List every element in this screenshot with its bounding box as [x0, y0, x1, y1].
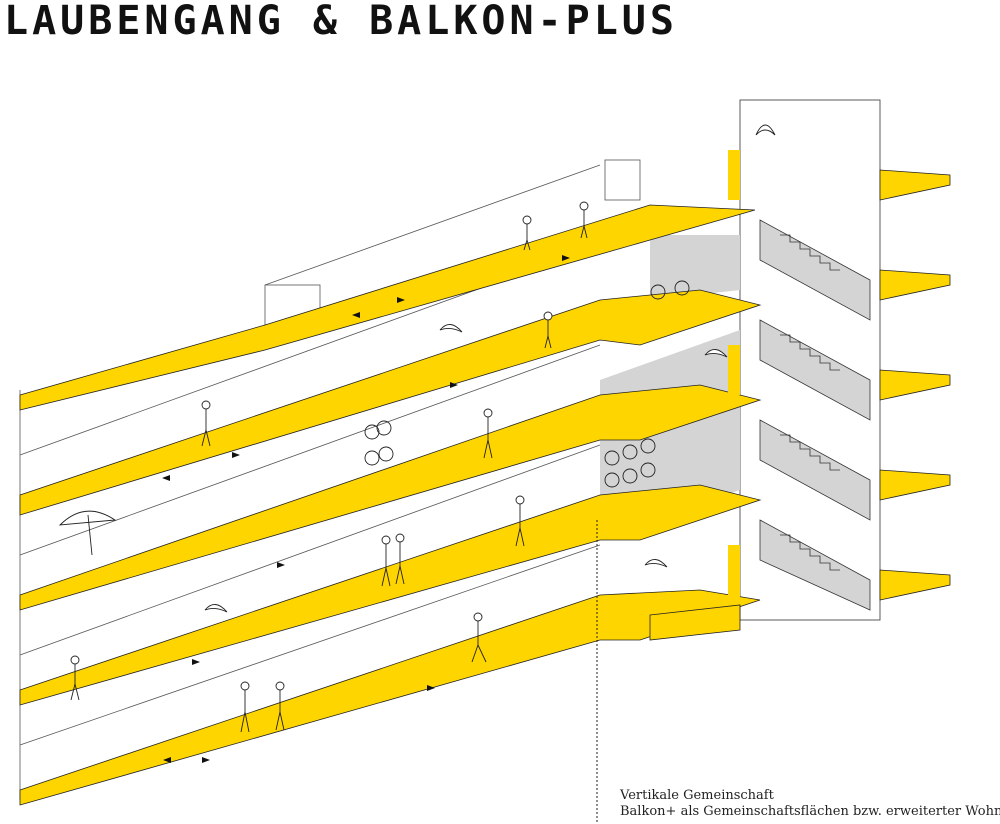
person-figure — [381, 535, 391, 587]
person-figure — [395, 533, 405, 585]
umbrella — [58, 510, 117, 556]
stair-core — [739, 99, 881, 621]
person-figure — [275, 681, 285, 731]
balcony-plus-yellow-walls — [728, 150, 740, 600]
person-figure — [240, 681, 250, 733]
person-figure — [522, 215, 532, 251]
page-title: LAUBENGANG & BALKON-PLUS — [4, 0, 678, 44]
person-figure — [201, 400, 211, 447]
person-figure — [70, 655, 80, 701]
caption-line-2: Balkon+ als Gemeinschaftsflächen bzw. er… — [620, 804, 1000, 819]
annotation-caption: Vertikale Gemeinschaft Balkon+ als Gemei… — [620, 788, 1000, 820]
stair-core-landings — [649, 169, 951, 641]
planters — [204, 124, 776, 613]
person-figure — [579, 201, 589, 239]
person-figure — [483, 408, 493, 459]
person-figure — [515, 495, 525, 547]
resident-figures — [70, 201, 589, 733]
direction-arrows — [162, 255, 570, 763]
bicycles — [364, 280, 690, 488]
caption-line-1: Vertikale Gemeinschaft — [620, 788, 774, 803]
stair-steps — [780, 234, 840, 571]
person-figure — [543, 311, 553, 349]
access-gallery-slabs — [19, 204, 762, 806]
person-figure — [471, 612, 487, 663]
